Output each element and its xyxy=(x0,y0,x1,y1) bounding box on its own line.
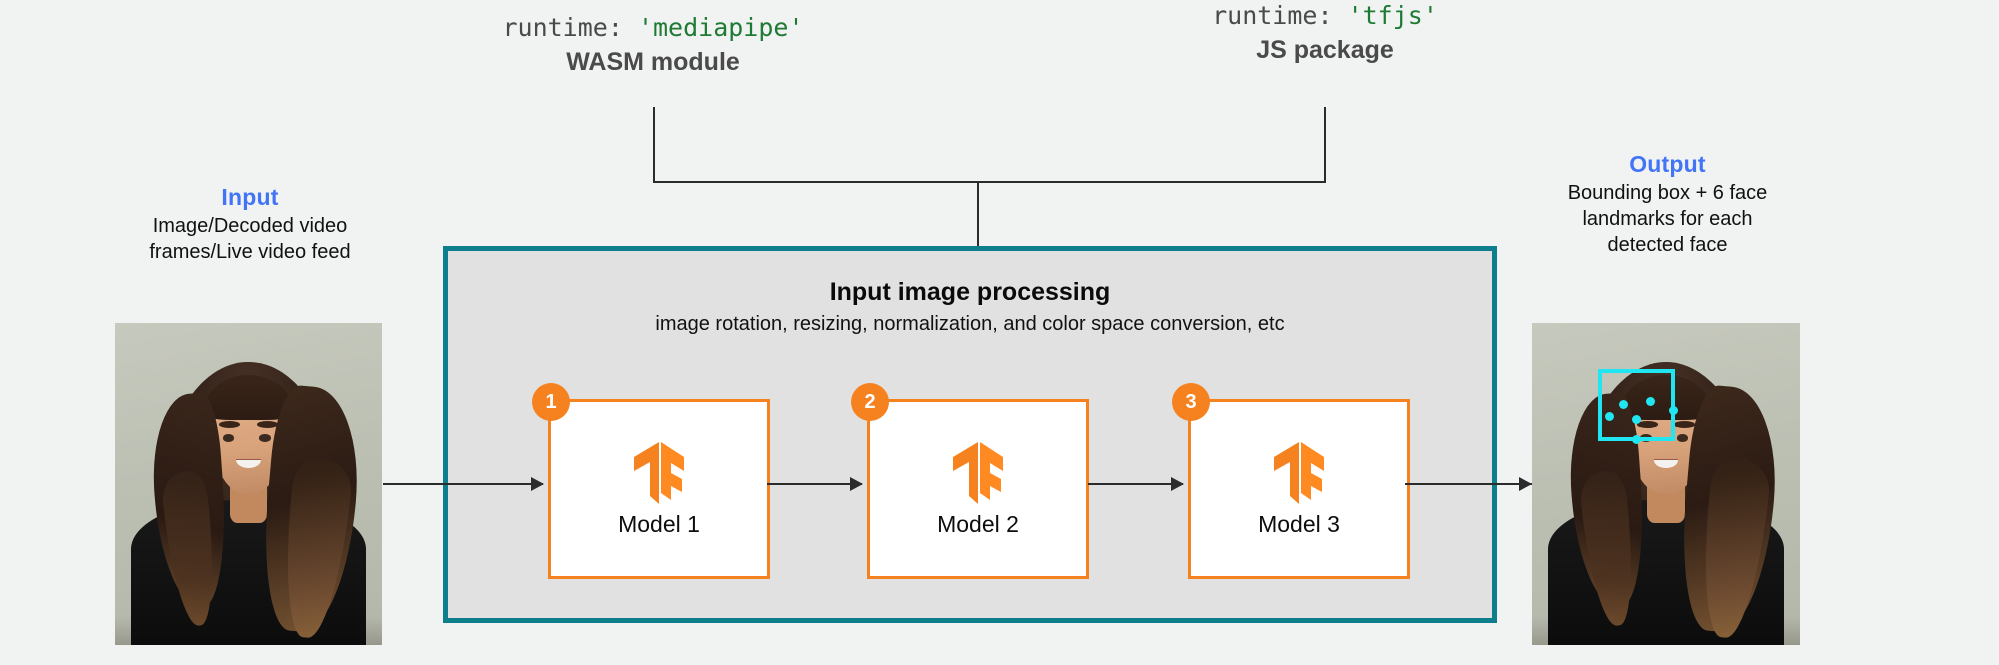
runtime-annotation-tfjs: runtime: 'tfjs' JS package xyxy=(1055,0,1595,68)
arrow-model1-to-model2-head xyxy=(850,477,863,491)
output-description-line-2: landmarks for each xyxy=(1582,208,1753,231)
landmark-nose-tip xyxy=(1632,415,1641,424)
bracket-drop-to-pipeline xyxy=(977,181,979,247)
landmark-left-ear xyxy=(1605,412,1614,421)
photo-brow-right xyxy=(1674,421,1696,428)
output-caption: Output Bounding box + 6 face landmarks f… xyxy=(1540,150,1795,258)
landmark-right-eye xyxy=(1646,397,1655,406)
bracket-leg-left xyxy=(653,107,655,183)
tensorflow-logo-icon xyxy=(1268,440,1330,506)
face-bounding-box xyxy=(1598,369,1675,441)
model-badge-3: 3 xyxy=(1172,383,1210,421)
runtime-name-wasm-module: WASM module xyxy=(566,48,740,77)
runtime-code-mediapipe: runtime: 'mediapipe' xyxy=(383,12,923,43)
output-photo xyxy=(1532,323,1800,645)
photo-eye-right xyxy=(259,434,271,442)
bracket-horizontal-bar xyxy=(653,181,1326,183)
runtime-code-tfjs: runtime: 'tfjs' xyxy=(1055,0,1595,31)
tensorflow-logo-icon xyxy=(947,440,1009,506)
arrow-model1-to-model2-line xyxy=(767,483,862,485)
arrow-model2-to-model3-line xyxy=(1088,483,1183,485)
photo-brow-left xyxy=(219,421,241,428)
input-caption: Input Image/Decoded video frames/Live vi… xyxy=(85,183,415,266)
runtime-name-js-package: JS package xyxy=(1256,36,1394,65)
model-badge-2: 2 xyxy=(851,383,889,421)
model-label-2: Model 2 xyxy=(937,511,1019,537)
model-card-2[interactable]: 2 Model 2 xyxy=(851,383,1089,579)
model-card-3[interactable]: 3 Model 3 xyxy=(1172,383,1410,579)
input-image-processing-container: Input image processing image rotation, r… xyxy=(443,246,1497,623)
photo-mouth xyxy=(236,458,261,469)
runtime-annotation-mediapipe: runtime: 'mediapipe' WASM module xyxy=(383,12,923,80)
tensorflow-logo-icon xyxy=(628,440,690,506)
output-description-line-1: Bounding box + 6 face xyxy=(1567,182,1768,205)
pipeline-subtitle: image rotation, resizing, normalization,… xyxy=(655,313,1285,335)
arrow-model3-to-output-head xyxy=(1519,477,1532,491)
arrow-input-to-model1-head xyxy=(531,477,544,491)
landmark-mouth-center xyxy=(1632,435,1641,444)
output-description-line-3: detected face xyxy=(1607,233,1728,256)
input-photo xyxy=(115,323,382,645)
runtime-value-tfjs: 'tfjs' xyxy=(1347,1,1438,30)
landmark-right-ear xyxy=(1669,406,1678,415)
runtime-key-tfjs: runtime: xyxy=(1212,1,1333,30)
runtime-value-mediapipe: 'mediapipe' xyxy=(637,13,804,42)
bracket-leg-right xyxy=(1324,107,1326,183)
photo-eye-right xyxy=(1676,434,1689,442)
model-label-1: Model 1 xyxy=(618,511,700,537)
photo-brow-right xyxy=(256,421,278,428)
input-title: Input xyxy=(221,184,279,210)
photo-brow-left xyxy=(1636,421,1658,428)
runtime-key-mediapipe: runtime: xyxy=(502,13,623,42)
arrow-model3-to-output-line xyxy=(1405,483,1532,485)
output-title: Output xyxy=(1629,151,1706,177)
photo-eye-left xyxy=(222,434,235,442)
pipeline-title: Input image processing xyxy=(829,278,1111,306)
model-card-1[interactable]: 1 Model 1 xyxy=(532,383,770,579)
model-label-3: Model 3 xyxy=(1258,511,1340,537)
input-description-line-1: Image/Decoded video xyxy=(152,215,348,238)
arrow-input-to-model1-line xyxy=(383,483,543,485)
input-description-line-2: frames/Live video feed xyxy=(149,241,351,264)
arrow-model2-to-model3-head xyxy=(1171,477,1184,491)
landmark-left-eye xyxy=(1619,400,1628,409)
model-badge-1: 1 xyxy=(532,383,570,421)
photo-mouth xyxy=(1653,458,1679,469)
